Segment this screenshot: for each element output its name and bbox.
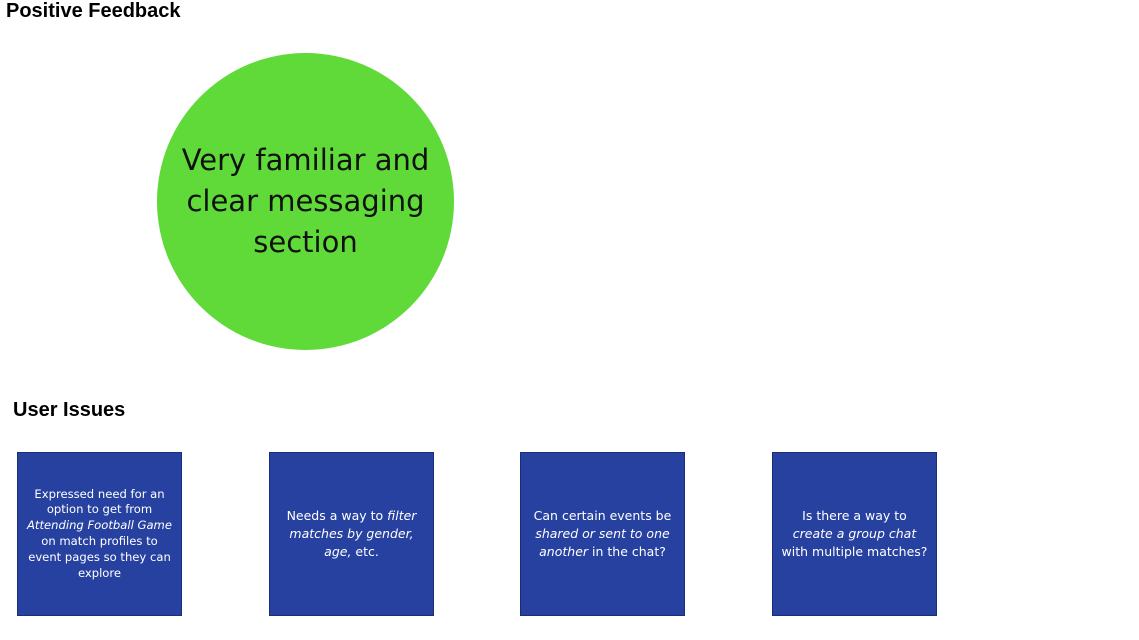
user-issues-title: User Issues [13,399,126,421]
issue-card: Needs a way to filter matches by gender,… [269,452,434,616]
feedback-circle: Very familiar and clear messaging sectio… [157,53,454,350]
feedback-circle-text: Very familiar and clear messaging sectio… [181,143,430,259]
positive-feedback-title: Positive Feedback [6,0,181,22]
issue-card: Expressed need for an option to get from… [17,452,182,616]
issue-card-text: Is there a way to create a group chat wi… [781,508,928,559]
issue-card: Can certain events be shared or sent to … [520,452,685,616]
issue-card-text: Can certain events be shared or sent to … [533,508,672,559]
issue-card-text: Needs a way to filter matches by gender,… [286,508,417,559]
issue-card: Is there a way to create a group chat wi… [772,452,937,616]
issue-card-text: Expressed need for an option to get from… [27,486,172,580]
